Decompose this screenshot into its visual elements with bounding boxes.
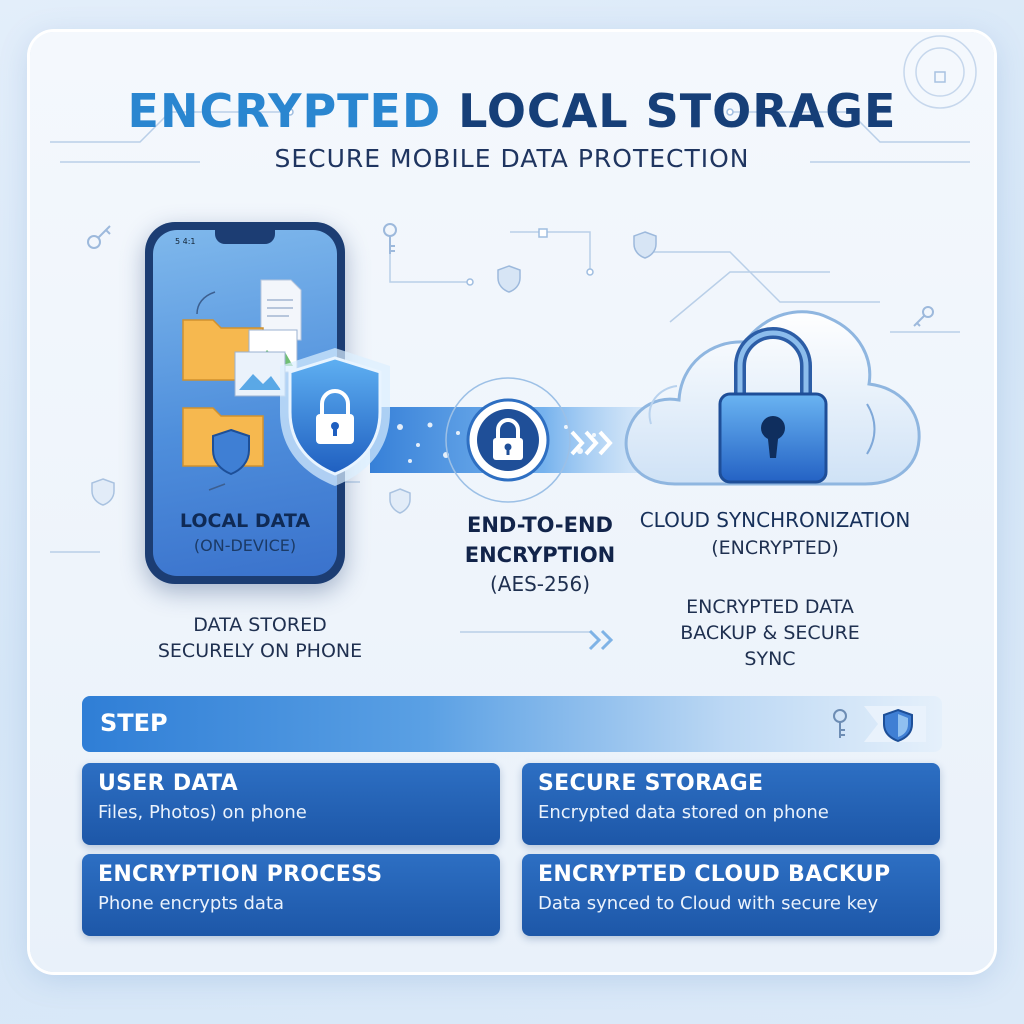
circuit-lines-decoration	[50, 35, 977, 633]
title-main: LOCAL STORAGE	[458, 84, 897, 138]
phone-status-time: 5 4:1	[175, 237, 196, 246]
page-title: ENCRYPTED LOCAL STORAGE	[30, 84, 994, 138]
padlock-icon	[493, 418, 523, 460]
step-card-description: Encrypted data stored on phone	[538, 802, 829, 823]
infographic-panel: ENCRYPTED LOCAL STORAGE SECURE MOBILE DA…	[30, 32, 994, 972]
shield-icon	[497, 265, 521, 293]
chevron-right-icon	[588, 629, 614, 651]
padlock-icon	[718, 327, 828, 484]
shield-icon	[280, 348, 390, 486]
step-header-icons	[833, 706, 926, 743]
step-card-secure-storage: SECURE STORAGE Encrypted data stored on …	[522, 763, 940, 845]
cloud-caption-line1: ENCRYPTED DATA	[686, 596, 854, 618]
page-subtitle: SECURE MOBILE DATA PROTECTION	[274, 144, 750, 173]
phone-label-secondary: (ON-DEVICE)	[193, 536, 297, 555]
shield-icon	[633, 231, 657, 259]
step-card-title: ENCRYPTION PROCESS	[98, 862, 383, 887]
shield-icon	[883, 708, 913, 743]
smartphone: 5 4:1 LOCAL DATA (ON-DEVICE)	[145, 222, 345, 584]
title-highlight: ENCRYPTED	[127, 84, 442, 138]
chevron-right-icon	[570, 430, 613, 456]
step-card-encrypted-cloud-backup: ENCRYPTED CLOUD BACKUP Data synced to Cl…	[522, 854, 940, 936]
shield-icon	[91, 478, 115, 506]
step-card-description: Phone encrypts data	[98, 893, 285, 914]
phone-caption-line1: DATA STORED	[193, 614, 327, 636]
encryption-algorithm: (AES-256)	[489, 572, 590, 596]
cloud-caption-line3: SYNC	[744, 648, 796, 670]
key-icon	[833, 709, 847, 738]
step-card-title: ENCRYPTED CLOUD BACKUP	[538, 862, 891, 887]
cloud-caption-line2: BACKUP & SECURE	[680, 622, 860, 644]
shield-icon	[389, 488, 411, 514]
phone-notch	[215, 230, 275, 244]
files-illustration	[182, 279, 302, 491]
key-icon	[913, 306, 934, 327]
encryption-stream	[370, 377, 660, 503]
step-card-description: Data synced to Cloud with secure key	[538, 893, 879, 914]
phone-caption-line2: SECURELY ON PHONE	[157, 640, 363, 662]
key-icon	[383, 223, 397, 254]
step-card-title: USER DATA	[98, 771, 238, 796]
step-card-user-data: USER DATA Files, Photos) on phone	[82, 763, 500, 845]
cloud-label-secondary: (ENCRYPTED)	[711, 537, 839, 559]
step-card-encryption-process: ENCRYPTION PROCESS Phone encrypts data	[82, 854, 500, 936]
cloud-label: CLOUD SYNCHRONIZATION	[639, 508, 911, 532]
encryption-label-line2: ENCRYPTION	[464, 543, 616, 567]
step-card-title: SECURE STORAGE	[538, 771, 764, 796]
phone-label-primary: LOCAL DATA	[179, 510, 311, 532]
cloud-caption: ENCRYPTED DATA BACKUP & SECURE SYNC	[630, 594, 910, 672]
step-header-bar: STEP	[82, 696, 942, 752]
encryption-label: END-TO-END ENCRYPTION	[430, 510, 650, 570]
step-header-label: STEP	[100, 709, 168, 737]
phone-caption: DATA STORED SECURELY ON PHONE	[145, 612, 375, 664]
encryption-label-line1: END-TO-END	[466, 513, 613, 537]
step-card-description: Files, Photos) on phone	[98, 802, 307, 823]
key-icon	[87, 225, 111, 249]
